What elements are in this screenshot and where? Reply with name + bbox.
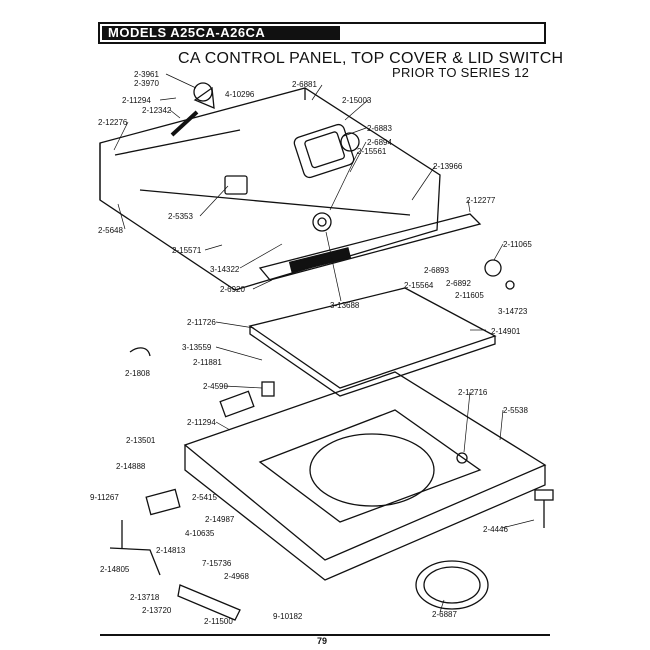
part-label: 2-11881 [193,358,222,367]
part-label: 2-5538 [503,406,528,415]
part-label: 2-6894 [367,138,392,147]
lid-pressure-switch [193,82,215,110]
part-label: 2-6893 [424,266,449,275]
part-label: 2-11065 [503,240,532,249]
part-label: 2-6920 [220,285,245,294]
part-label: 2-13718 [130,593,160,602]
hinge-clip [129,347,151,357]
part-label: 4-10296 [225,90,255,99]
part-label: 2-4968 [224,572,249,581]
part-label: 2-14805 [100,565,130,574]
top-cover [183,371,547,581]
part-label: 2-5648 [98,226,123,235]
page-number: 79 [313,636,332,646]
diagram-title: CA CONTROL PANEL, TOP COVER & LID SWITCH [178,50,564,67]
part-label: 2-13966 [433,162,463,171]
part-label: 2-15003 [342,96,372,105]
part-label: 2-12277 [466,196,496,205]
part-label: 2-15564 [404,281,434,290]
control-panel-console [99,87,441,291]
part-label: 2-6881 [292,80,317,89]
header-model-bar [102,26,340,40]
timer-assembly [293,123,360,179]
part-label: 3-14322 [210,265,240,274]
part-label: 2-14987 [205,515,235,524]
part-label: 2-14813 [156,546,186,555]
rotary-switch [224,175,248,195]
part-label: 2-14888 [116,462,146,471]
part-label: 2-5353 [168,212,193,221]
diagram-subtitle: PRIOR TO SERIES 12 [392,65,530,80]
panel-face-plate [258,213,482,281]
part-label: 2-15571 [172,246,202,255]
part-label: 2-14901 [491,327,521,336]
part-label: 2-13720 [142,606,172,615]
part-label: 2-4590 [203,382,228,391]
part-label: 7-15736 [202,559,232,568]
part-label: 3-13688 [330,301,360,310]
part-label: 9-10182 [273,612,303,621]
part-label: 3-14723 [498,307,528,316]
lid-switch-assembly [109,488,241,621]
part-label: 9-11267 [90,493,119,502]
part-label: 2-1808 [125,369,150,378]
part-label: 2-6887 [432,610,457,619]
part-label: 2-3970 [134,79,159,88]
washer-lid [248,287,497,397]
part-label: 2-6892 [446,279,471,288]
footer-rule [100,634,550,636]
part-label: 2-5415 [192,493,217,502]
part-label: 2-11605 [455,291,484,300]
part-label: 2-13501 [126,436,156,445]
models-heading: MODELS A25CA-A26CA [108,25,266,40]
part-label: 2-11294 [187,418,216,427]
part-label: 2-12276 [98,118,128,127]
part-label: 2-15561 [357,147,387,156]
part-label: 4-10635 [185,529,215,538]
selector-knob [484,259,502,277]
lid-bumper [456,452,468,464]
part-label: 2-11294 [122,96,151,105]
leveling-leg [534,489,554,528]
part-label: 2-4446 [483,525,508,534]
part-label: 2-12342 [142,106,172,115]
part-label: 2-6883 [367,124,392,133]
timer-knob [312,212,332,232]
part-label: 2-11500 [204,617,233,626]
part-label: 2-11726 [187,318,216,327]
lid-hinge [261,381,275,397]
part-label: 3-13559 [182,343,212,352]
part-label: 2-12716 [458,388,488,397]
lid-switch [219,390,255,418]
wire-harness [415,560,489,610]
part-label: 2-3961 [134,70,159,79]
